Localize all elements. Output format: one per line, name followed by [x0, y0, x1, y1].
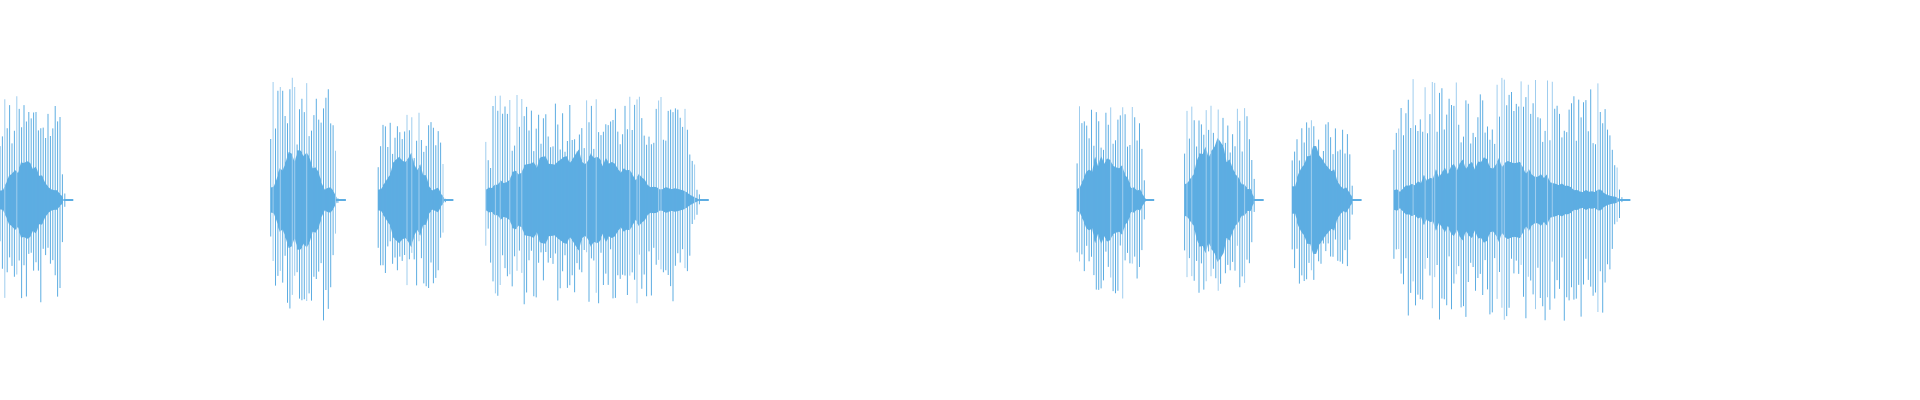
waveform-body: [1393, 157, 1622, 243]
waveform-body: [1292, 146, 1353, 254]
waveform-segment-1: [0, 96, 74, 303]
waveform-segment-4: [485, 95, 709, 305]
waveform-segment-2: [270, 77, 346, 321]
waveform-segment-7: [1291, 120, 1362, 284]
waveform-segment-6: [1184, 105, 1264, 293]
waveform-segment-5: [1076, 106, 1155, 299]
waveform-body: [1184, 137, 1254, 263]
waveform-segments: [0, 77, 1631, 321]
waveform-body: [1077, 155, 1147, 245]
waveform-segment-3: [377, 112, 454, 288]
waveform-segment-8: [1393, 77, 1631, 321]
waveform-body: [485, 149, 699, 251]
